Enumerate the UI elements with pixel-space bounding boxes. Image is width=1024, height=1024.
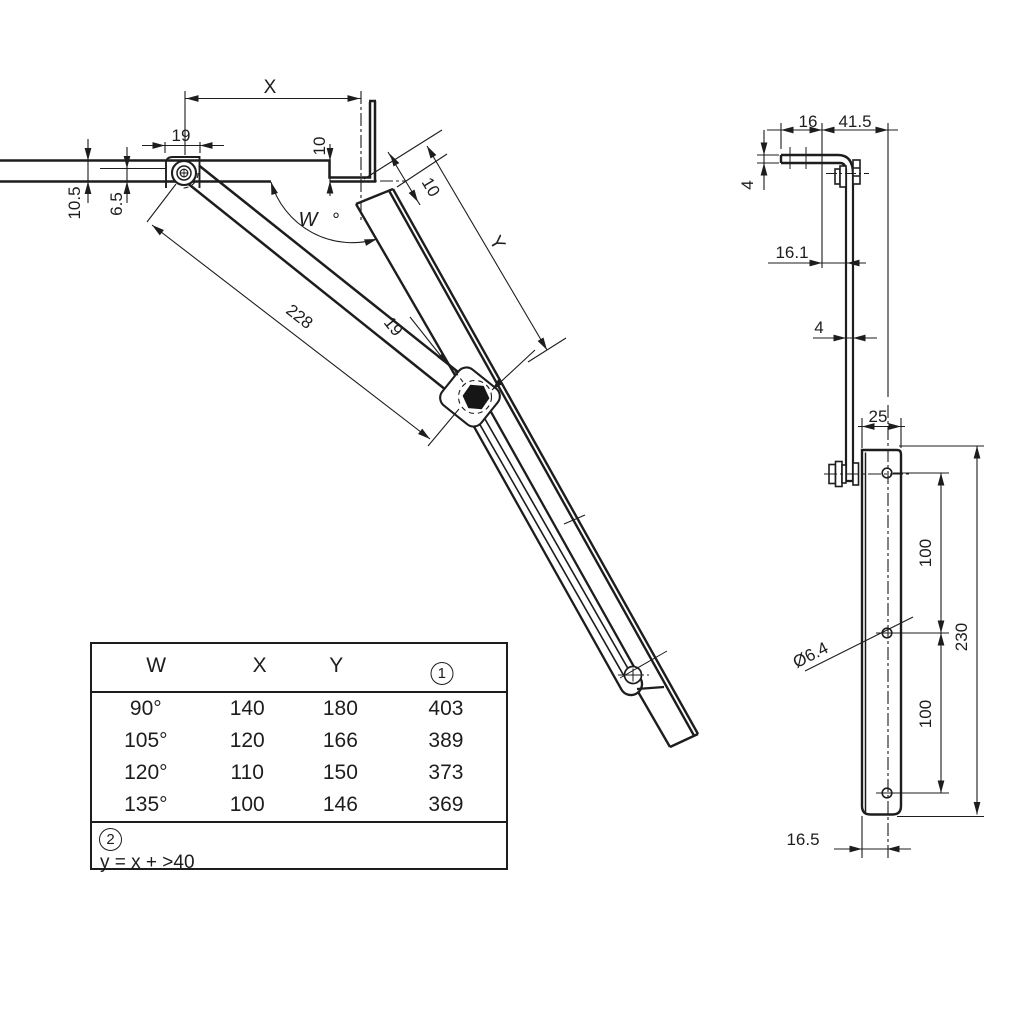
table-cell: 389 [428, 729, 464, 752]
table-cell: 100 [229, 793, 265, 816]
table-row: 105° 120 166 389 [92, 725, 506, 757]
table-cell: 180 [322, 697, 358, 720]
table-cell: 105° [124, 729, 168, 752]
hinge-bracket [165, 156, 206, 189]
side-arrowheads [760, 126, 981, 853]
table-cell: 373 [428, 761, 464, 784]
badge-1: 1 [430, 662, 454, 685]
spec-table: W X Y 1 90° 140 180 403 105° 120 166 389… [90, 642, 508, 873]
plate-hole-top [881, 467, 893, 479]
spec-table-footnote: 2 y = x + >40 [92, 821, 506, 873]
dim-label-step: 10 [310, 137, 329, 156]
dim-label-hole-diameter: Ø6.4 [790, 638, 831, 672]
side-view: 16 41.5 4 16.1 4 25 100 100 230 Ø6.4 16.… [738, 112, 984, 858]
col-header-y: Y [329, 654, 344, 677]
dim-label-4-mid: 4 [814, 318, 823, 337]
table-cell: 166 [322, 729, 358, 752]
dim-label-4-top: 4 [738, 180, 757, 189]
dim-label-100-upper: 100 [916, 539, 935, 567]
footnote-text: y = x + >40 [100, 852, 195, 873]
table-cell: 120 [229, 729, 265, 752]
table-cell: 369 [428, 793, 464, 816]
table-cell: 90° [129, 697, 162, 720]
elbow-joint [439, 356, 501, 428]
table-cell: 110 [230, 761, 264, 784]
dim-label-16-5: 16.5 [786, 830, 819, 849]
degree-symbol: ° [332, 210, 340, 231]
hex-bolt [462, 384, 490, 410]
dim-label-100-lower: 100 [916, 700, 935, 728]
stay-arm [185, 164, 481, 407]
table-row: 120° 110 150 373 [92, 757, 506, 789]
side-dimension-lines [757, 123, 984, 858]
dim-label-arm-width: 19 [380, 313, 407, 340]
table-cell: 403 [428, 697, 464, 720]
table-row: 135° 100 146 369 [92, 789, 506, 821]
table-cell: 135° [124, 793, 168, 816]
top-pivot-nut [834, 159, 861, 188]
spec-table-body: 90° 140 180 403 105° 120 166 389 120° 11… [92, 693, 506, 821]
col-header-w: W [146, 654, 167, 677]
side-bracket-hole-marks [789, 147, 807, 169]
dim-label-hinge-width: 19 [172, 126, 191, 145]
dim-label-flap-offset: 10 [418, 174, 444, 200]
dim-label-arm-length: 228 [282, 300, 316, 332]
angle-label-w: W [299, 209, 320, 231]
table-cell: 120° [124, 761, 168, 784]
dim-label-x: X [264, 77, 277, 98]
col-header-x: X [252, 654, 267, 677]
front-view: X 19 10 10.5 6.5 W ° 10 Y 228 19 [0, 77, 700, 749]
spec-table-header: W X Y 1 [92, 644, 506, 693]
dim-label-25: 25 [869, 407, 888, 426]
dim-label-bracket-offset: 6.5 [107, 192, 126, 216]
mounting-plate [860, 448, 903, 816]
dim-label-16-1: 16.1 [775, 243, 808, 262]
table-cell: 140 [229, 697, 265, 720]
dim-label-41-5: 41.5 [838, 112, 871, 131]
table-cell: 150 [322, 761, 358, 784]
badge-2: 2 [99, 828, 122, 851]
bottom-pivot [618, 650, 668, 685]
table-row: 90° 140 180 403 [92, 693, 506, 725]
table-cell: 146 [322, 793, 358, 816]
dim-label-16: 16 [799, 112, 818, 131]
dim-label-230: 230 [952, 623, 971, 651]
dim-label-panel-thickness: 10.5 [65, 186, 84, 219]
